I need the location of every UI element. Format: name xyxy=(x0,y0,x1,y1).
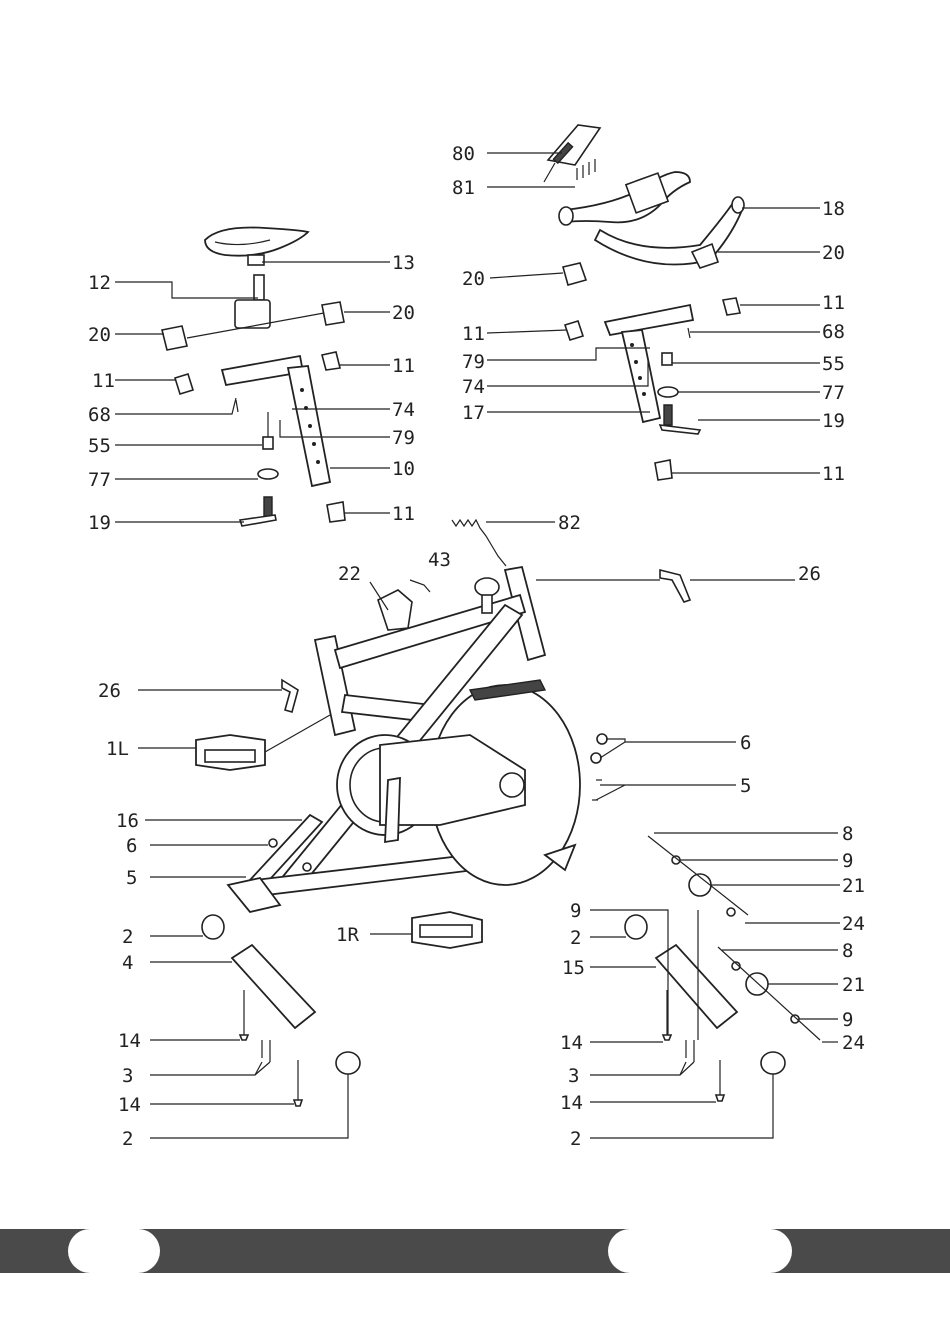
callout-20: 20 xyxy=(822,242,845,264)
callout-19: 19 xyxy=(822,410,845,432)
callout-9: 9 xyxy=(570,900,581,922)
callout-77: 77 xyxy=(88,469,111,491)
callout-43: 43 xyxy=(428,549,451,571)
callout-82: 82 xyxy=(558,512,581,534)
callout-68: 68 xyxy=(88,404,111,426)
callout-55: 55 xyxy=(822,353,845,375)
pedal-left xyxy=(196,735,265,770)
callout-20: 20 xyxy=(462,268,485,290)
callout-26: 26 xyxy=(798,563,821,585)
front-stabilizer-15 xyxy=(625,836,820,1101)
callout-8: 8 xyxy=(842,823,853,845)
handlebar xyxy=(559,172,744,265)
callout-81: 81 xyxy=(452,177,475,199)
callout-2: 2 xyxy=(570,1128,581,1150)
callout-80: 80 xyxy=(452,143,475,165)
main-frame xyxy=(228,567,580,912)
callout-15: 15 xyxy=(562,957,585,979)
callout-22: 22 xyxy=(338,563,361,585)
callout-2: 2 xyxy=(122,1128,133,1150)
callout-2: 2 xyxy=(122,926,133,948)
callout-24: 24 xyxy=(842,1032,865,1054)
callout-3: 3 xyxy=(568,1065,579,1087)
pedal-right xyxy=(412,912,482,948)
callout-21: 21 xyxy=(842,974,865,996)
callout-12: 12 xyxy=(88,272,111,294)
callout-14: 14 xyxy=(118,1094,141,1116)
callout-74: 74 xyxy=(462,376,485,398)
seat-post xyxy=(175,352,345,526)
callout-77: 77 xyxy=(822,382,845,404)
callout-13: 13 xyxy=(392,252,415,274)
callout-8: 8 xyxy=(842,940,853,962)
callout-74: 74 xyxy=(392,399,415,421)
callout-9: 9 xyxy=(842,1009,853,1031)
callout-14: 14 xyxy=(560,1092,583,1114)
seat-slider xyxy=(162,275,344,350)
callout-20: 20 xyxy=(392,302,415,324)
callout-11: 11 xyxy=(822,292,845,314)
callout-19: 19 xyxy=(88,512,111,534)
callout-3: 3 xyxy=(122,1065,133,1087)
callout-1L: 1L xyxy=(106,738,129,760)
callout-18: 18 xyxy=(822,198,845,220)
callout-68: 68 xyxy=(822,321,845,343)
page-number-right xyxy=(608,1229,792,1273)
spring-82 xyxy=(452,520,506,566)
callout-4: 4 xyxy=(122,952,133,974)
callout-2: 2 xyxy=(570,927,581,949)
callout-14: 14 xyxy=(118,1030,141,1052)
callout-11: 11 xyxy=(392,503,415,525)
callout-10: 10 xyxy=(392,458,415,480)
callout-55: 55 xyxy=(88,435,111,457)
callout-20: 20 xyxy=(88,324,111,346)
callout-5: 5 xyxy=(740,775,751,797)
callout-17: 17 xyxy=(462,402,485,424)
callout-11: 11 xyxy=(822,463,845,485)
callout-9: 9 xyxy=(842,850,853,872)
front-post xyxy=(565,298,740,480)
callout-16: 16 xyxy=(116,810,139,832)
callout-79: 79 xyxy=(392,427,415,449)
callout-5: 5 xyxy=(126,867,137,889)
page-number-left xyxy=(68,1229,160,1273)
callout-1R: 1R xyxy=(336,924,359,946)
callout-11: 11 xyxy=(462,323,485,345)
saddle xyxy=(205,228,308,266)
callout-26: 26 xyxy=(98,680,121,702)
callout-11: 11 xyxy=(392,355,415,377)
callout-11: 11 xyxy=(92,370,115,392)
callout-6: 6 xyxy=(740,732,751,754)
callout-6: 6 xyxy=(126,835,137,857)
callout-24: 24 xyxy=(842,913,865,935)
callout-21: 21 xyxy=(842,875,865,897)
callout-14: 14 xyxy=(560,1032,583,1054)
callout-79: 79 xyxy=(462,351,485,373)
